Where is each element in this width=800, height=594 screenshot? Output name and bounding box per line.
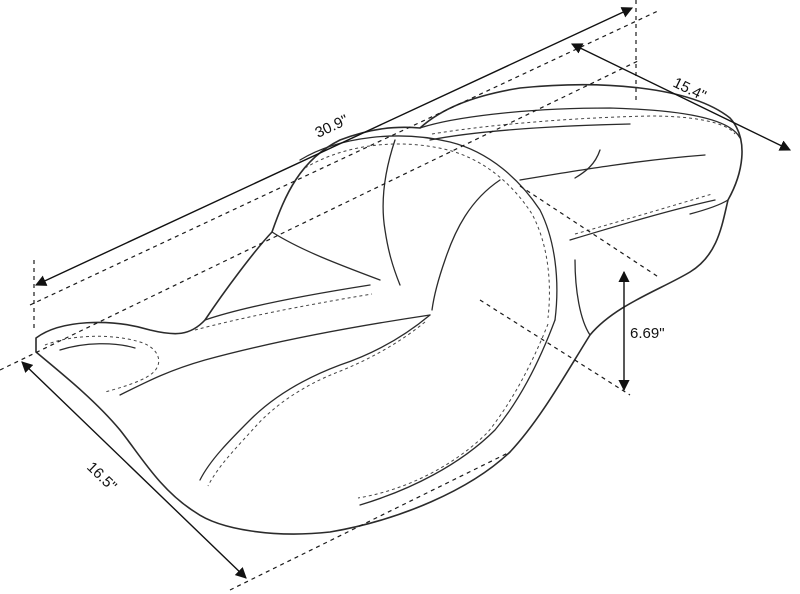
dim-height bbox=[479, 270, 631, 396]
label-width: 15.4" bbox=[670, 74, 708, 104]
seat-outline bbox=[35, 84, 743, 535]
dim-front-width bbox=[21, 361, 511, 591]
label-height: 6.69" bbox=[630, 325, 665, 342]
dim-width bbox=[519, 43, 792, 279]
seat-body bbox=[35, 84, 743, 535]
dim-length bbox=[0, 0, 661, 371]
label-length: 30.9" bbox=[313, 112, 351, 142]
label-front-width: 16.5" bbox=[83, 459, 120, 495]
